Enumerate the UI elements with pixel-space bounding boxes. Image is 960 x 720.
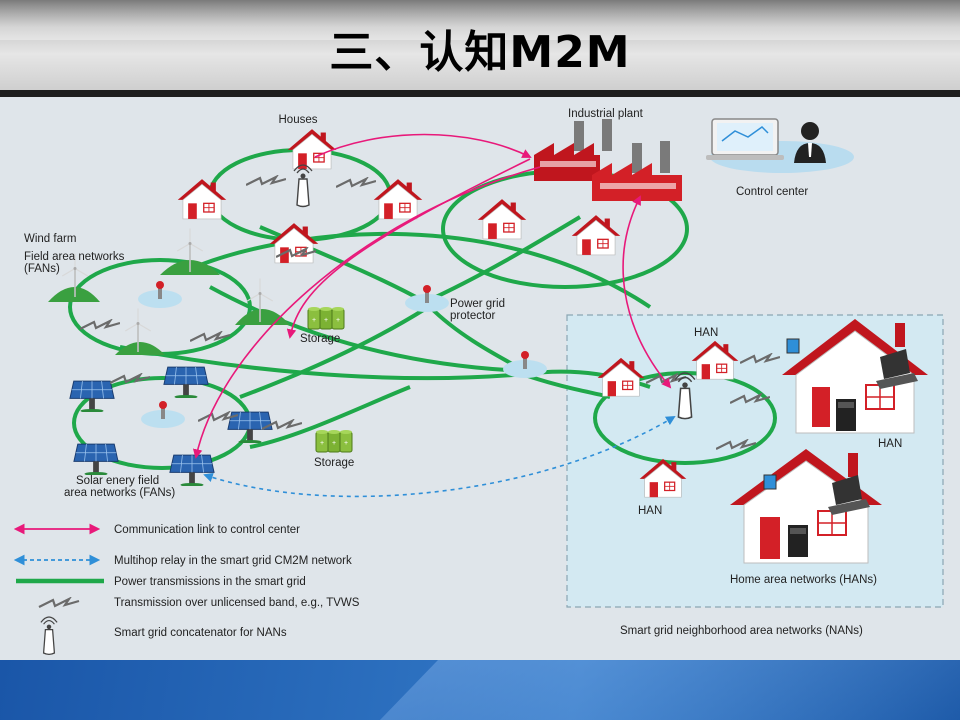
label-han: HAN <box>694 327 718 339</box>
concatenator-icon <box>293 164 313 208</box>
label-fans-abbr: (FANs) <box>24 263 60 275</box>
legend-comm-label: Communication link to control center <box>114 524 300 536</box>
han-home-large <box>782 319 928 434</box>
label-solar-fan: Solar enery field <box>76 475 159 487</box>
label-han: HAN <box>878 438 902 450</box>
footer-bar <box>0 660 960 720</box>
control-center-icon <box>706 118 854 173</box>
legend-concatenator-label: Smart grid concatenator for NANs <box>114 627 287 639</box>
grid-protector-icon <box>141 401 185 428</box>
storage-icon <box>315 429 353 453</box>
legend-unlicensed-swatch <box>37 597 81 609</box>
legend-unlicensed-label: Transmission over unlicensed band, e.g.,… <box>114 597 360 609</box>
grid-protector-icon <box>503 351 547 378</box>
legend-concatenator-icon <box>40 616 58 655</box>
title-divider <box>0 90 960 97</box>
grid-protector-icon <box>405 285 449 312</box>
label-power-grid-protector: protector <box>450 310 496 322</box>
label-fans: Field area networks <box>24 251 125 263</box>
legend-power-label: Power transmissions in the smart grid <box>114 576 306 588</box>
label-storage: Storage <box>314 457 354 469</box>
communication-links <box>192 133 672 459</box>
label-power-grid-protector: Power grid <box>450 298 505 310</box>
slide-title: 三、认知M2M <box>329 27 631 78</box>
label-wind-farm: Wind farm <box>24 233 76 245</box>
label-storage: Storage <box>300 333 340 345</box>
grid-protector-icon <box>138 281 182 308</box>
label-han: HAN <box>638 505 662 517</box>
label-home-area-networks: Home area networks (HANs) <box>730 574 877 586</box>
multihop-relay-link <box>203 416 676 498</box>
label-solar-fan: area networks (FANs) <box>64 487 175 499</box>
label-nans: Smart grid neighborhood area networks (N… <box>620 625 863 637</box>
industrial-plant-icon <box>534 119 682 201</box>
legend-relay-label: Multihop relay in the smart grid CM2M ne… <box>114 555 352 567</box>
han-home-large <box>730 449 882 564</box>
storage-icon <box>307 306 345 330</box>
diagram-canvas: + + + <box>13 108 944 655</box>
title-bar: 三、认知M2M <box>0 0 960 90</box>
legend: Communication link to control center Mul… <box>13 523 360 655</box>
label-industrial-plant: Industrial plant <box>568 108 644 120</box>
wind-farm <box>48 227 290 355</box>
label-control-center: Control center <box>736 186 808 198</box>
smart-grid-diagram: + + + <box>0 97 960 660</box>
label-houses: Houses <box>279 114 318 126</box>
